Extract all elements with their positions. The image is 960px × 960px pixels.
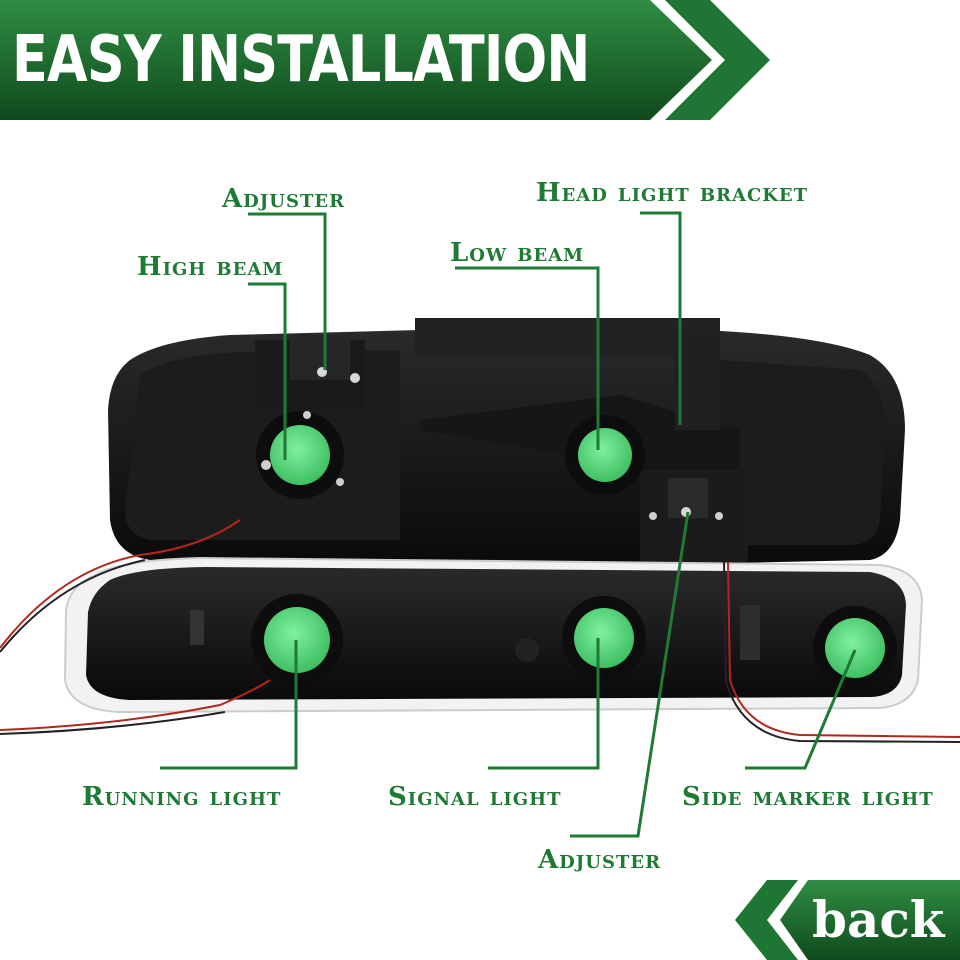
label-high-beam: High beam [137,252,284,282]
page-title: EASY INSTALLATION [12,23,590,97]
back-button[interactable]: back [812,890,945,949]
bumper-light-housing [63,556,924,714]
label-adjuster-bottom: Adjuster [538,845,662,875]
headlight-housing [108,318,905,565]
wiring [0,519,960,743]
label-adjuster-top: Adjuster [222,184,346,214]
label-signal-light: Signal light [388,782,562,812]
label-head-light-bracket: Head light bracket [536,178,809,208]
label-running-light: Running light [82,782,282,812]
label-low-beam: Low beam [450,238,585,268]
title-banner [0,0,770,120]
back-button-shape [735,880,960,960]
label-side-marker-light: Side marker light [682,782,934,812]
leader-lines [160,211,857,838]
